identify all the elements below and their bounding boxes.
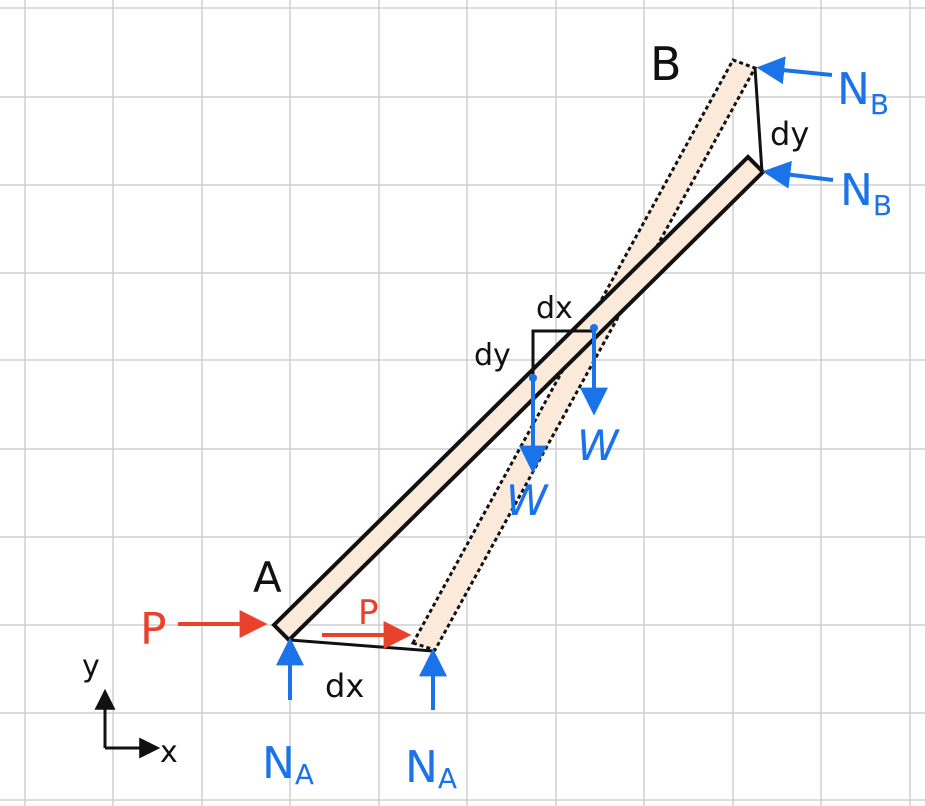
label-point-a: A [253, 553, 282, 602]
label-normal-a-original: NA [262, 738, 314, 791]
p-force-arrows [178, 610, 412, 649]
normal-b-displaced-arrow [756, 56, 833, 85]
label-p-displaced: P [358, 593, 379, 633]
label-dx-center: dx [536, 291, 573, 326]
label-p-applied: P [140, 604, 167, 655]
normal-force-arrows [276, 56, 834, 710]
label-normal-b-displaced: NB [837, 64, 889, 121]
dx-bottom-line [289, 638, 434, 653]
label-normal-a-displaced: NA [405, 742, 457, 795]
label-point-b: B [650, 37, 682, 91]
diagram-labels: A B P P NA NA NB NB W W dx dy dx dy y x [82, 37, 892, 795]
label-weight-original: W [506, 476, 549, 525]
label-normal-b-original: NB [840, 165, 892, 222]
label-axis-y: y [82, 649, 100, 684]
displaced-ladder [410, 58, 758, 652]
label-dx-bottom: dx [325, 667, 364, 705]
coordinate-axes [94, 688, 161, 759]
virtual-displacement-lines [289, 67, 764, 653]
normal-b-original-arrow [762, 160, 834, 189]
label-axis-x: x [160, 735, 178, 770]
label-dy-center: dy [474, 338, 511, 373]
original-ladder [271, 154, 766, 643]
dx-dy-center-bracket [531, 329, 593, 376]
label-weight-displaced: W [577, 421, 620, 470]
weight-arrows [519, 324, 608, 474]
label-dy-right: dy [770, 115, 809, 153]
dy-right-line [753, 67, 764, 173]
